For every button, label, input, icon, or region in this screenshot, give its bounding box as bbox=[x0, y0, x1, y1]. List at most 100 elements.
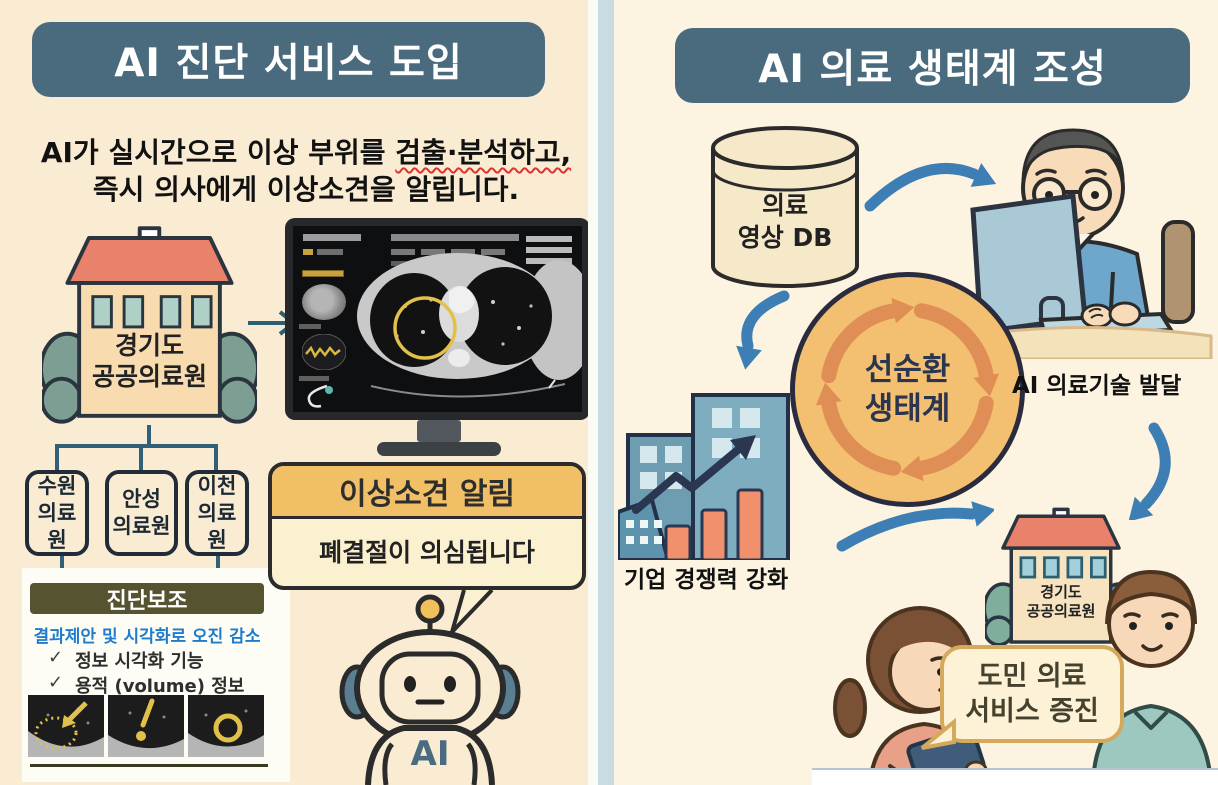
medical-image-db: 의료 영상 DB bbox=[705, 124, 865, 296]
ct-thumbnail-pointer bbox=[108, 695, 184, 757]
hospital-icon bbox=[39, 226, 260, 424]
diagnosis-aid-header-bar: 진단보조 bbox=[30, 583, 264, 614]
branch-icheon-line2: 의료원 bbox=[197, 500, 237, 552]
hamburger-icon bbox=[526, 258, 572, 264]
subtitle-line1-plain: AI가 실시간으로 이상 부위를 bbox=[40, 136, 396, 169]
left-panel-subtitle: AI가 실시간으로 이상 부위를 검출·분석하고, 즉시 의사에게 이상소견을 … bbox=[0, 134, 612, 208]
check-item-2-label: 용적 (volume) 정보 bbox=[75, 676, 245, 697]
cycle-label: 선순환 생태계 bbox=[795, 351, 1020, 429]
subtitle-line1: AI가 실시간으로 이상 부위를 검출·분석하고, bbox=[0, 134, 612, 171]
right-panel: AI 의료 생태계 조성 의료 영상 DB bbox=[614, 0, 1218, 785]
right-panel-title-badge: AI 의료 생태계 조성 bbox=[675, 28, 1190, 103]
branch-box-icheon: 이천 의료원 bbox=[185, 470, 249, 556]
branch-anseong-line1: 안성 bbox=[122, 487, 161, 511]
connector-line bbox=[55, 444, 59, 471]
alert-message: 폐결절이 의심됩니다 bbox=[319, 538, 535, 567]
branch-suwon-line2: 의료원 bbox=[37, 500, 77, 552]
caption-business: 기업 경쟁력 강화 bbox=[624, 567, 789, 593]
branch-anseong-line2: 의료원 bbox=[112, 514, 171, 538]
diagnosis-aid-header: 진단보조 bbox=[106, 588, 188, 614]
panel-divider-white bbox=[588, 0, 600, 785]
arrow-db-to-researcher bbox=[864, 163, 997, 212]
branch-icheon-line1: 이천 bbox=[197, 473, 237, 498]
check-item-2: ✓ 용적 (volume) 정보 bbox=[48, 672, 244, 698]
hospital-illustration: 경기도 공공의료원 bbox=[39, 222, 260, 425]
menu-bar bbox=[451, 249, 475, 255]
researcher-at-computer bbox=[953, 128, 1213, 359]
arrow-db-to-business bbox=[736, 290, 790, 370]
db-label-line1: 의료 bbox=[761, 191, 808, 220]
subtitle-line2: 즉시 의사에게 이상소견을 알립니다. bbox=[92, 173, 520, 206]
alert-bubble-header: 이상소견 알림 bbox=[272, 466, 582, 519]
monitor-stand-base bbox=[377, 442, 501, 456]
bottom-strip bbox=[812, 768, 1218, 785]
menu-bar bbox=[391, 261, 407, 266]
menu-bar bbox=[303, 234, 361, 241]
hospital-small-label: 경기도 공공의료원 bbox=[985, 583, 1137, 621]
sidebar-bar bbox=[299, 376, 329, 381]
connector-line bbox=[214, 444, 218, 471]
business-growth-icon bbox=[618, 393, 790, 560]
diagnosis-aid-subtext: 결과제안 및 시각화로 오진 감소 bbox=[33, 627, 261, 647]
service-bubble: 도민 의료 서비스 증진 bbox=[940, 645, 1124, 743]
check-item-1-label: 정보 시각화 기능 bbox=[75, 651, 204, 672]
left-panel-title: AI 진단 서비스 도입 bbox=[114, 40, 463, 86]
diagnosis-aid-panel: 진단보조 결과제안 및 시각화로 오진 감소 ✓ 정보 시각화 기능 ✓ 용적 … bbox=[22, 568, 290, 782]
arrow-ai-to-hospital bbox=[1128, 422, 1171, 520]
robot-icon bbox=[339, 594, 521, 785]
brain-scan-thumbnail bbox=[302, 284, 346, 320]
hospital-small-label-line2: 공공의료원 bbox=[1026, 602, 1096, 620]
hamburger-icon bbox=[526, 247, 572, 253]
sidebar-highlight bbox=[302, 270, 344, 277]
connector-line bbox=[55, 444, 218, 448]
menu-bar bbox=[481, 249, 505, 255]
database-icon bbox=[711, 126, 859, 288]
hospital-label-line2: 공공의료원 bbox=[91, 362, 207, 391]
left-panel: AI 진단 서비스 도입 AI가 실시간으로 이상 부위를 검출·분석하고, 즉… bbox=[0, 0, 600, 785]
hospital-label-line1: 경기도 bbox=[114, 331, 184, 360]
monitor-frame bbox=[285, 218, 590, 420]
branch-suwon-line1: 수원 bbox=[37, 473, 77, 498]
hamburger-icon bbox=[526, 236, 572, 242]
cycle-label-line2: 생태계 bbox=[864, 391, 951, 427]
monitor-screen bbox=[293, 226, 582, 412]
ct-thumbnail-circle bbox=[188, 695, 264, 757]
db-label: 의료 영상 DB bbox=[705, 190, 865, 254]
hospital-label: 경기도 공공의료원 bbox=[42, 330, 257, 392]
alert-bubble-tail bbox=[450, 588, 494, 634]
alert-bubble-body: 폐결절이 의심됩니다 bbox=[272, 519, 582, 583]
menu-chip bbox=[303, 249, 313, 255]
sidebar-bar bbox=[299, 324, 321, 329]
waveform-thumbnail bbox=[302, 334, 346, 370]
finding-highlight-circle bbox=[393, 296, 457, 360]
check-icon: ✓ bbox=[48, 647, 64, 668]
menu-bar bbox=[391, 249, 415, 255]
menu-bar bbox=[391, 234, 519, 241]
probe-cable-icon bbox=[307, 384, 333, 408]
ct-monitor bbox=[285, 218, 590, 458]
alert-title: 이상소견 알림 bbox=[338, 477, 516, 512]
branch-box-suwon: 수원 의료원 bbox=[25, 470, 89, 556]
divider-line bbox=[30, 764, 268, 767]
branch-box-anseong: 안성 의료원 bbox=[105, 470, 178, 556]
menu-bar bbox=[421, 249, 445, 255]
left-panel-title-badge: AI 진단 서비스 도입 bbox=[32, 22, 545, 97]
service-bubble-line2: 서비스 증진 bbox=[965, 696, 1099, 727]
hospital-small-label-line1: 경기도 bbox=[1040, 583, 1082, 601]
robot-ai-label: AI bbox=[410, 734, 450, 774]
virtuous-cycle: 선순환 생태계 bbox=[790, 272, 1025, 507]
check-icon: ✓ bbox=[48, 672, 64, 693]
cycle-arrows-icon bbox=[815, 297, 1000, 482]
connector-line bbox=[147, 425, 151, 446]
service-bubble-line1: 도민 의료 bbox=[977, 661, 1087, 692]
menu-bar bbox=[317, 249, 343, 255]
panel-divider bbox=[598, 0, 614, 785]
connector-line bbox=[139, 444, 143, 471]
subtitle-line1-underlined: 검출·분석하고, bbox=[395, 136, 572, 169]
ct-thumbnail-dotted-circle bbox=[28, 695, 104, 757]
ai-robot: AI bbox=[330, 594, 530, 785]
caption-ai-tech: AI 의료기술 발달 bbox=[1012, 373, 1182, 399]
monitor-stand-neck bbox=[417, 420, 461, 442]
right-panel-title: AI 의료 생태계 조성 bbox=[758, 46, 1107, 92]
